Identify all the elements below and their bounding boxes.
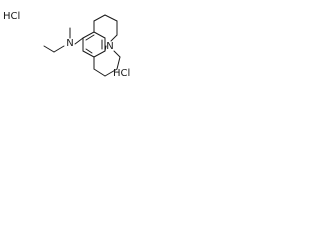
aromatic-double-3 [85, 48, 93, 54]
upper-ring-bond-5 [110, 34, 118, 42]
ring-n-aromatic-bond [104, 45, 107, 52]
aromatic-double-1 [85, 34, 95, 41]
ring-n-lower-bond [113, 50, 121, 58]
amine-nitrogen-label: N [66, 38, 73, 49]
ring-nitrogen-label: N [106, 41, 113, 52]
n-ethyl-bond-1 [53, 45, 65, 53]
aromatic-bond-4 [93, 50, 106, 58]
molecule-svg: HCl HCl N N [3, 11, 130, 79]
aromatic-bond-2 [93, 31, 106, 39]
aromatic-bond-5 [82, 50, 95, 58]
upper-ring-bond-3 [104, 14, 118, 22]
n-ethyl-bond-2 [43, 45, 55, 53]
lower-ring-bond-2 [93, 68, 106, 77]
hcl-label-left: HCl [3, 11, 20, 22]
structure-diagram: HCl HCl N N [0, 0, 151, 93]
lower-ring-bond-3 [104, 68, 118, 77]
n-aryl-bond [74, 37, 84, 45]
lower-ring-bond-4 [116, 56, 121, 70]
aromatic-bond-1 [82, 31, 95, 39]
hcl-label-right: HCl [113, 68, 130, 79]
upper-ring-bond-2 [93, 14, 106, 22]
